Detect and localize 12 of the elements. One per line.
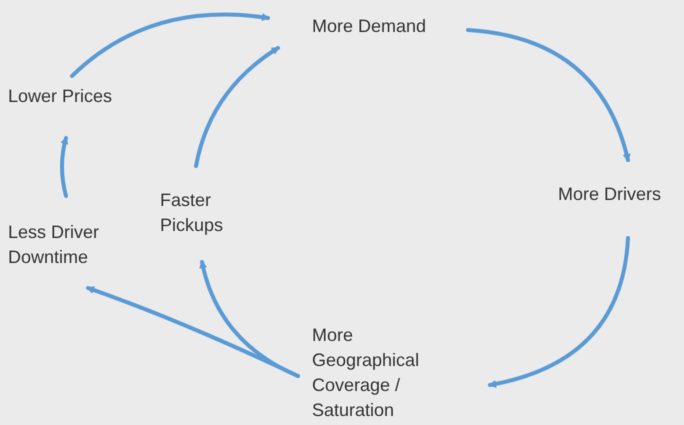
curved-arrow	[200, 260, 300, 378]
curved-arrow	[466, 28, 630, 162]
node-label: More Drivers	[558, 183, 662, 206]
curved-arrow	[194, 46, 280, 168]
curved-arrow	[488, 236, 630, 388]
node-label: More Demand	[312, 15, 428, 38]
curved-arrow	[60, 136, 68, 198]
node-label: More Geographical Coverage / Saturation	[312, 324, 420, 422]
node-label: Less Driver Downtime	[8, 221, 100, 269]
curved-arrow	[70, 12, 270, 78]
node-label: Faster Pickups	[160, 189, 224, 237]
node-label: Lower Prices	[8, 85, 114, 108]
